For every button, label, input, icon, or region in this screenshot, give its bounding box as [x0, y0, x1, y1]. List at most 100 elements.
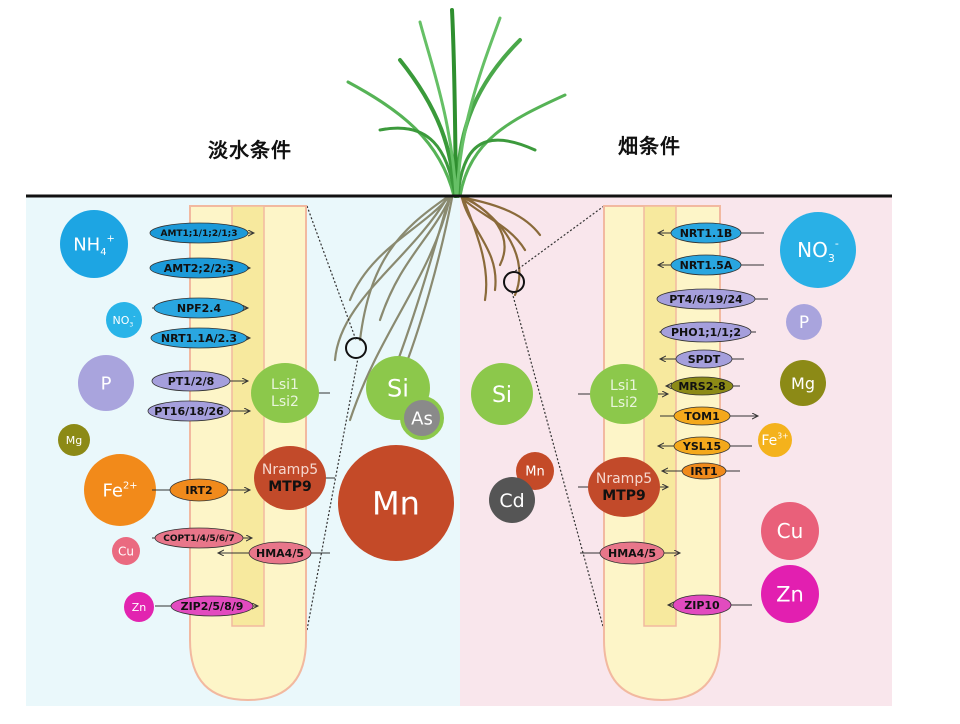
svg-text:Si: Si [492, 383, 512, 408]
svg-text:NPF2.4: NPF2.4 [177, 302, 222, 315]
svg-text:MTP9: MTP9 [268, 479, 311, 495]
transporter-irt2-flooded: IRT2 [152, 478, 250, 502]
transporter-nrt1-1b-upland: NRT1.1B [658, 222, 764, 244]
nutrient-cu-flooded: Cu [112, 537, 140, 565]
svg-text:IRT2: IRT2 [185, 484, 212, 497]
svg-text:AMT1;1/1;2/1;3: AMT1;1/1;2/1;3 [160, 229, 237, 239]
svg-text:HMA4/5: HMA4/5 [256, 547, 304, 560]
svg-text:Lsi1: Lsi1 [610, 378, 638, 394]
rice-plant-shoot [346, 8, 567, 198]
svg-text:HMA4/5: HMA4/5 [608, 547, 656, 560]
svg-text:YSL15: YSL15 [682, 440, 721, 453]
transporter-hma4-5-upland: HMA4/5 [580, 541, 680, 565]
transporter-hma4-5-flooded: HMA4/5 [218, 541, 330, 565]
nutrient-p-upland: P [786, 304, 822, 340]
nutrient-cd-upland: Cd [489, 477, 535, 523]
svg-text:Si: Si [387, 375, 409, 403]
svg-text:ZIP10: ZIP10 [684, 599, 720, 612]
nutrient-cu-upland: Cu [761, 502, 819, 560]
transporter-mrs2-8-upland: MRS2-8 [666, 376, 740, 396]
nutrient-p-flooded: P [78, 355, 134, 411]
nutrient-mn-flooded: Mn [338, 445, 454, 561]
svg-text:Nramp5: Nramp5 [596, 471, 652, 487]
zoom-guide-lines [306, 205, 605, 631]
svg-text:AMT2;2/2;3: AMT2;2/2;3 [164, 262, 234, 275]
svg-text:Fe2+: Fe2+ [102, 480, 137, 501]
transporter-pt16-18-26-flooded: PT16/18/26 [147, 400, 250, 422]
svg-text:SPDT: SPDT [688, 353, 721, 366]
svg-text:IRT1: IRT1 [690, 465, 717, 478]
svg-text:TOM1: TOM1 [684, 410, 719, 423]
transporter-tom1-upland: TOM1 [660, 406, 758, 426]
svg-text:ZIP2/5/8/9: ZIP2/5/8/9 [181, 600, 244, 613]
transporter-nrt1-5a-upland: NRT1.5A [658, 254, 764, 276]
svg-text:Mg: Mg [66, 434, 82, 447]
nutrient-no-upland: NO3- [780, 212, 856, 288]
nutrient-as-flooded: As [400, 396, 444, 440]
transporter-copt1-4-5-6-7-flooded: COPT1/4/5/6/7 [152, 527, 252, 549]
svg-text:Lsi1: Lsi1 [271, 377, 299, 393]
svg-text:Zn: Zn [132, 601, 147, 614]
transporter-pt4-6-19-24-upland: PT4/6/19/24 [656, 288, 768, 310]
svg-text:PT16/18/26: PT16/18/26 [154, 405, 224, 418]
nutrient-fe-upland: Fe3+ [758, 423, 792, 457]
svg-text:MTP9: MTP9 [602, 488, 645, 504]
transporter-npf2-4-flooded: NPF2.4 [152, 297, 248, 319]
zoom-circle-upland [503, 271, 525, 293]
svg-text:Cd: Cd [499, 490, 524, 512]
svg-text:NH4+: NH4+ [73, 233, 115, 257]
svg-text:Mn: Mn [372, 485, 420, 523]
transporter-amt1-1-1-2-1-3-flooded: AMT1;1/1;2/1;3 [149, 222, 254, 244]
svg-text:As: As [411, 408, 433, 429]
svg-text:P: P [101, 373, 112, 394]
transporter-ysl15-upland: YSL15 [658, 436, 752, 456]
nutrient-zn-flooded: Zn [124, 592, 154, 622]
nutrient-zn-upland: Zn [761, 565, 819, 623]
nutrient-fe-flooded: Fe2+ [84, 454, 156, 526]
nutrient-si-upland: Si [471, 363, 533, 425]
svg-text:Mg: Mg [791, 374, 815, 393]
title-flooded: 淡水条件 [208, 138, 292, 162]
rice-roots-upland [460, 196, 542, 302]
svg-text:NRT1.1A/2.3: NRT1.1A/2.3 [161, 332, 237, 345]
svg-text:Mn: Mn [525, 465, 544, 480]
svg-text:PT4/6/19/24: PT4/6/19/24 [669, 293, 743, 306]
svg-text:Lsi2: Lsi2 [271, 394, 299, 410]
svg-text:Lsi2: Lsi2 [610, 395, 638, 411]
transporter-zip10-upland: ZIP10 [668, 594, 752, 616]
svg-text:PT1/2/8: PT1/2/8 [168, 375, 215, 388]
nutrient-no-flooded: NO3- [106, 302, 142, 338]
transporter-pho1-1-1-2-upland: PHO1;1/1;2 [660, 321, 756, 343]
svg-text:Zn: Zn [776, 583, 804, 607]
title-upland: 畑条件 [618, 134, 681, 158]
svg-text:Fe3+: Fe3+ [761, 432, 788, 449]
svg-text:NRT1.5A: NRT1.5A [680, 259, 733, 272]
svg-text:MRS2-8: MRS2-8 [678, 380, 725, 393]
transporter-nrt1-1a-2-3-flooded: NRT1.1A/2.3 [150, 327, 250, 349]
transporter-pt1-2-8-flooded: PT1/2/8 [151, 370, 248, 392]
svg-text:NRT1.1B: NRT1.1B [680, 227, 733, 240]
svg-text:NO3-: NO3- [113, 313, 136, 328]
transporter-amt2-2-2-3-flooded: AMT2;2/2;3 [149, 257, 250, 279]
svg-text:Nramp5: Nramp5 [262, 462, 318, 478]
transporter-zip2-5-8-9-flooded: ZIP2/5/8/9 [155, 595, 258, 617]
transporter-irt1-upland: IRT1 [662, 462, 740, 480]
nutrient-mg-upland: Mg [780, 360, 826, 406]
svg-text:COPT1/4/5/6/7: COPT1/4/5/6/7 [163, 534, 234, 544]
nutrient-nh-flooded: NH4+ [60, 210, 128, 278]
svg-text:PHO1;1/1;2: PHO1;1/1;2 [671, 326, 741, 339]
nutrient-mn-upland: Mn [516, 452, 554, 490]
zoom-circle-flooded [345, 337, 367, 359]
transporter-spdt-upland: SPDT [660, 349, 744, 369]
svg-text:NO3-: NO3- [797, 237, 839, 265]
svg-text:P: P [799, 313, 809, 333]
svg-text:Cu: Cu [118, 544, 134, 558]
svg-text:Cu: Cu [777, 519, 804, 543]
